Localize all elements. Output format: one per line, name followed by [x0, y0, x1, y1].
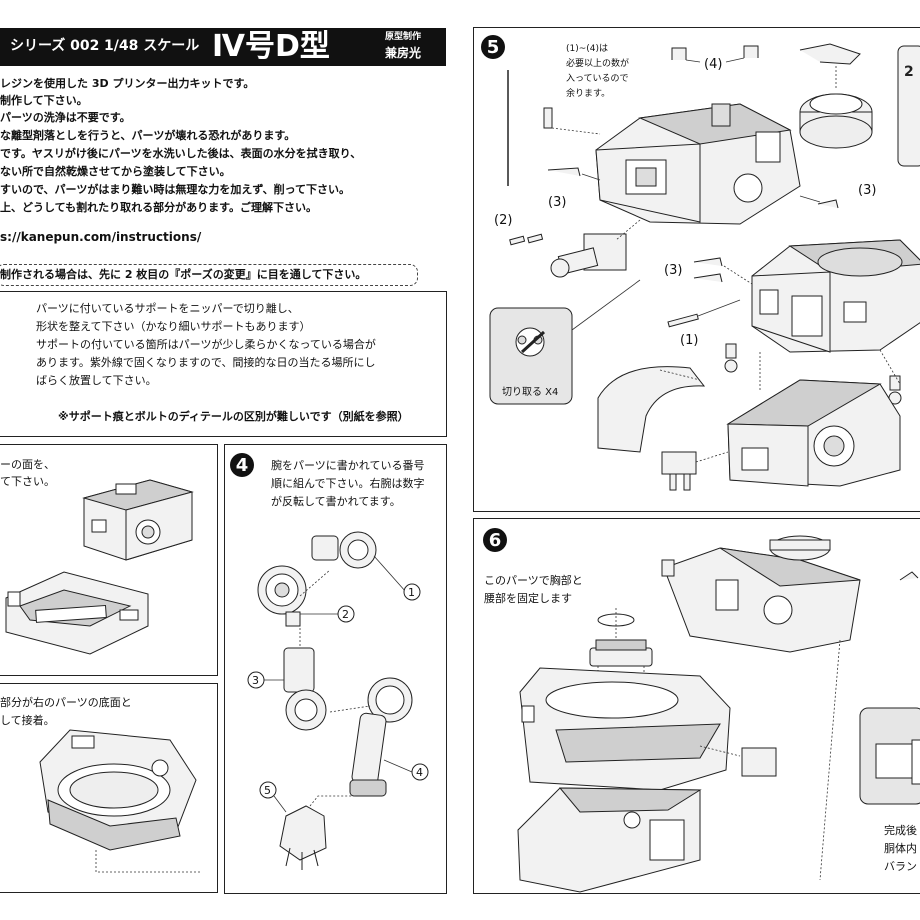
step6-text-1: このパーツで胸部と — [484, 574, 583, 587]
header-credit-label: 原型制作 — [385, 32, 422, 42]
step6-side-1: 完成後 — [884, 824, 917, 837]
intro-line-7: すいので、パーツがはまり難い時は無理な力を加えず、削って下さい。 — [0, 183, 351, 196]
svg-text:2: 2 — [904, 64, 914, 80]
support-line-4: あります。紫外線で固くなりますので、間接的な日の当たる場所にし — [36, 356, 376, 369]
step3b-text-2: して接着。 — [0, 714, 55, 727]
step6-side-3: バラン — [884, 860, 917, 873]
intro-line-2: 制作して下さい。 — [0, 94, 88, 107]
step4-line-3: が反転して書かれてます。 — [271, 495, 401, 508]
support-line-1: パーツに付いているサポートをニッパーで切り離し、 — [36, 302, 299, 315]
step5-label-3c: (3) — [664, 263, 683, 278]
intro-line-1: レジンを使用した 3D プリンター出力キットです。 — [0, 77, 255, 90]
step6-side-2: 胴体内 — [884, 842, 917, 855]
header-scale: 1/48 スケール — [104, 38, 200, 54]
step5-label-1: (1) — [680, 333, 699, 348]
step5-note-1: (1)~(4)は — [566, 44, 609, 54]
step5-note-3: 入っているので — [566, 74, 629, 84]
support-note: ※サポート痕とボルトのディテールの区別が難しいです（別紙を参照） — [58, 410, 409, 423]
intro-line-3: パーツの洗浄は不要です。 — [0, 111, 131, 124]
intro-line-4: な離型剤落としを行うと、パーツが壊れる恐れがあります。 — [0, 129, 296, 142]
step4-label-5: 5 — [264, 784, 271, 797]
intro-line-8: 上、どうしても割れたり取れる部分があります。ご理解下さい。 — [0, 201, 318, 214]
step6-text-2: 腰部を固定します — [484, 592, 572, 605]
instructions-url[interactable]: s://kanepun.com/instructions/ — [0, 230, 202, 244]
step3-text-1: ーの面を、 — [0, 458, 55, 471]
header-credit-name: 兼房光 — [385, 46, 422, 60]
step4-line-1: 腕をパーツに書かれている番号 — [271, 459, 425, 472]
notice-text: 制作される場合は、先に 2 枚目の『ポーズの変更』に目を通して下さい。 — [0, 268, 367, 281]
step5-note-2: 必要以上の数が — [566, 59, 630, 69]
header-series: シリーズ 002 — [10, 38, 100, 54]
support-line-2: 形状を整えて下さい（かなり細いサポートもあります） — [36, 320, 311, 333]
header-bar — [0, 28, 446, 66]
step4-label-2: 2 — [342, 608, 349, 621]
step6-number: 6 — [483, 528, 507, 552]
support-panel — [0, 291, 447, 437]
step5-label-3b: (3) — [858, 183, 877, 198]
step4-label-3: 3 — [252, 674, 259, 687]
support-line-3: サポートの付いている箇所はパーツが少し柔らかくなっている場合が — [36, 338, 376, 351]
step5-callout-text: 切り取る X4 — [502, 387, 559, 398]
support-line-5: ばらく放置して下さい。 — [36, 374, 157, 387]
step3b-text-1: 部分が右のパーツの底面と — [0, 696, 132, 709]
step4-panel — [224, 444, 447, 894]
step5-label-3a: (3) — [548, 195, 567, 210]
step3-text-2: て下さい。 — [0, 475, 55, 488]
step4-label-1: 1 — [408, 586, 415, 599]
step5-note-4: 余ります。 — [566, 89, 611, 99]
step4-line-2: 順に組んで下さい。右腕は数字 — [271, 477, 425, 490]
intro-line-6: ない所で自然乾燥させてから塗装して下さい。 — [0, 165, 231, 178]
notice-box — [0, 264, 418, 286]
step5-label-4: (4) — [704, 57, 723, 72]
step5-label-2: (2) — [494, 213, 513, 228]
step4-label-4: 4 — [416, 766, 423, 779]
step4-number: 4 — [230, 453, 254, 477]
intro-line-5: です。ヤスリがけ後にパーツを水洗いした後は、表面の水分を拭き取り、 — [0, 147, 362, 160]
step5-number: 5 — [481, 35, 505, 59]
header-title: Ⅳ号D型 — [212, 29, 330, 64]
